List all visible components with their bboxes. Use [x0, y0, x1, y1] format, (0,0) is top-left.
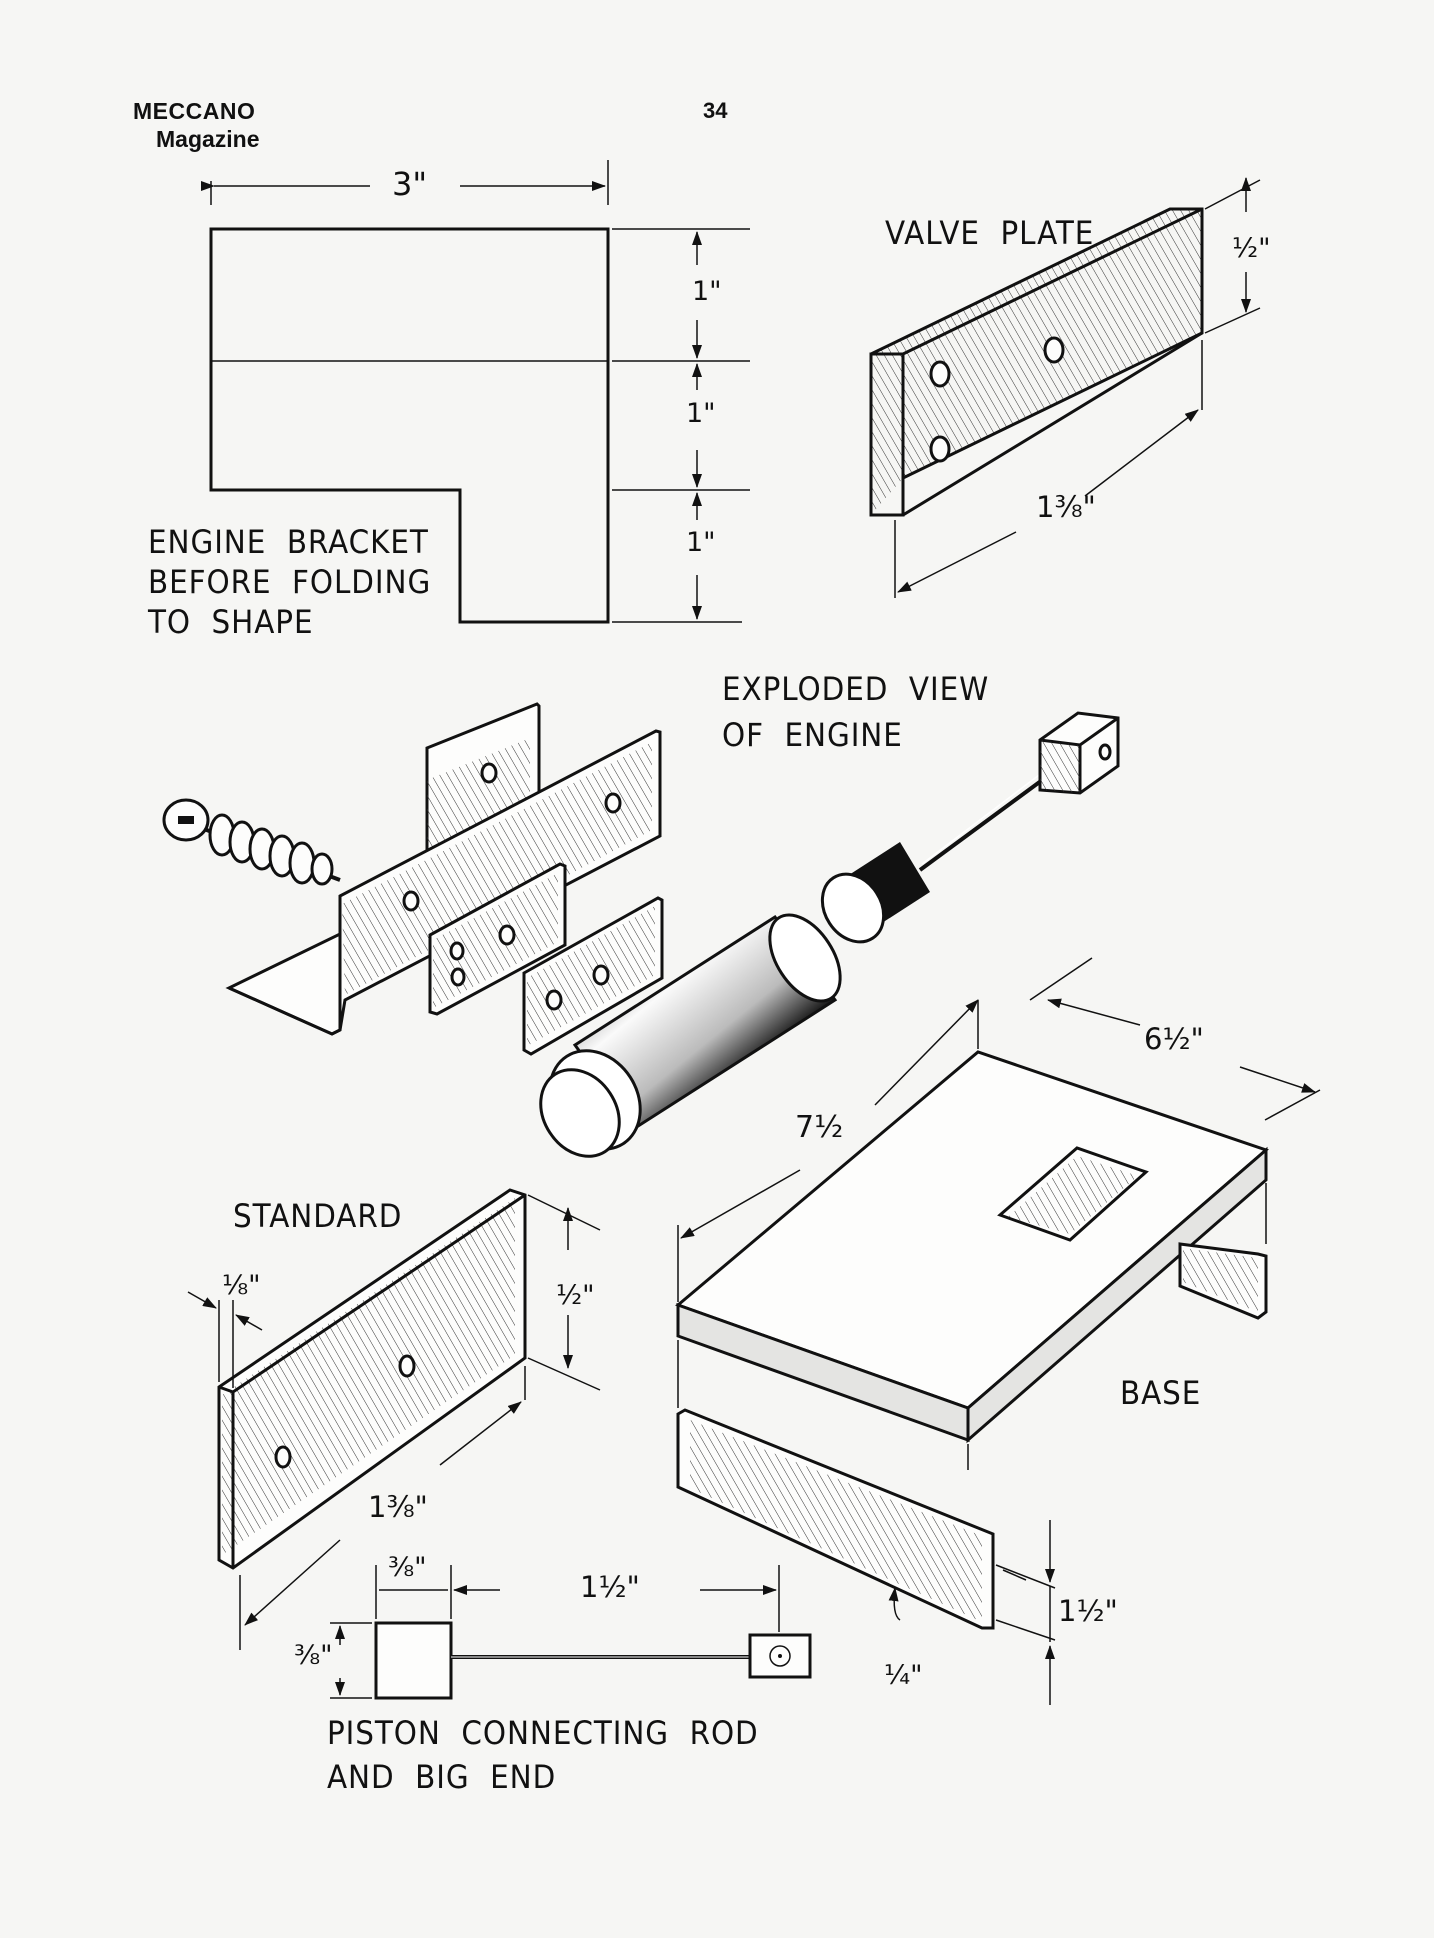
valve-height-dim: ½": [1232, 233, 1271, 264]
bracket-width-dim: 3": [392, 165, 428, 203]
valve-plate-label: VALVE PLATE: [885, 214, 1095, 252]
page-number: 34: [703, 98, 728, 123]
base-drawing: [675, 957, 1321, 1705]
magazine-subtitle: Magazine: [156, 126, 260, 152]
piston-side-dim: ⅜": [294, 1640, 333, 1671]
bracket-height-dim-2: 1": [686, 398, 716, 429]
base-label: BASE: [1120, 1374, 1202, 1412]
standard-drawing: [187, 1188, 601, 1650]
base-rail-height-dim: 1½": [1058, 1594, 1118, 1628]
piston-rod-dim: 1½": [580, 1570, 640, 1604]
bracket-height-dim-1: 1": [692, 276, 722, 307]
piston-block-dim: ⅜": [388, 1552, 427, 1583]
engine-bracket-drawing: [201, 160, 750, 624]
engine-bracket-label: ENGINE BRACKET BEFORE FOLDING TO SHAPE: [148, 523, 432, 641]
valve-plate-drawing: [869, 177, 1261, 598]
bolt-and-washers: [162, 798, 341, 886]
standard-thickness-dim: ⅛": [222, 1270, 261, 1301]
exploded-engine-drawing: [162, 702, 1120, 1158]
base-rail-thickness-dim: ¼": [884, 1660, 923, 1691]
standard-label: STANDARD: [233, 1197, 403, 1235]
base-length-dim: 7½: [795, 1110, 844, 1145]
standard-height-dim: ½": [556, 1280, 595, 1311]
base-width-dim: 6½": [1144, 1022, 1204, 1056]
standard-length-dim: 1⅜": [368, 1490, 428, 1524]
exploded-view-label: EXPLODED VIEW OF ENGINE: [722, 670, 990, 754]
valve-length-dim: 1⅜": [1036, 490, 1096, 524]
piston-label: PISTON CONNECTING ROD AND BIG END: [327, 1714, 759, 1796]
bracket-height-dim-3: 1": [686, 527, 716, 558]
piston-rod-drawing: [330, 1565, 812, 1700]
magazine-title: MECCANO: [133, 98, 256, 124]
